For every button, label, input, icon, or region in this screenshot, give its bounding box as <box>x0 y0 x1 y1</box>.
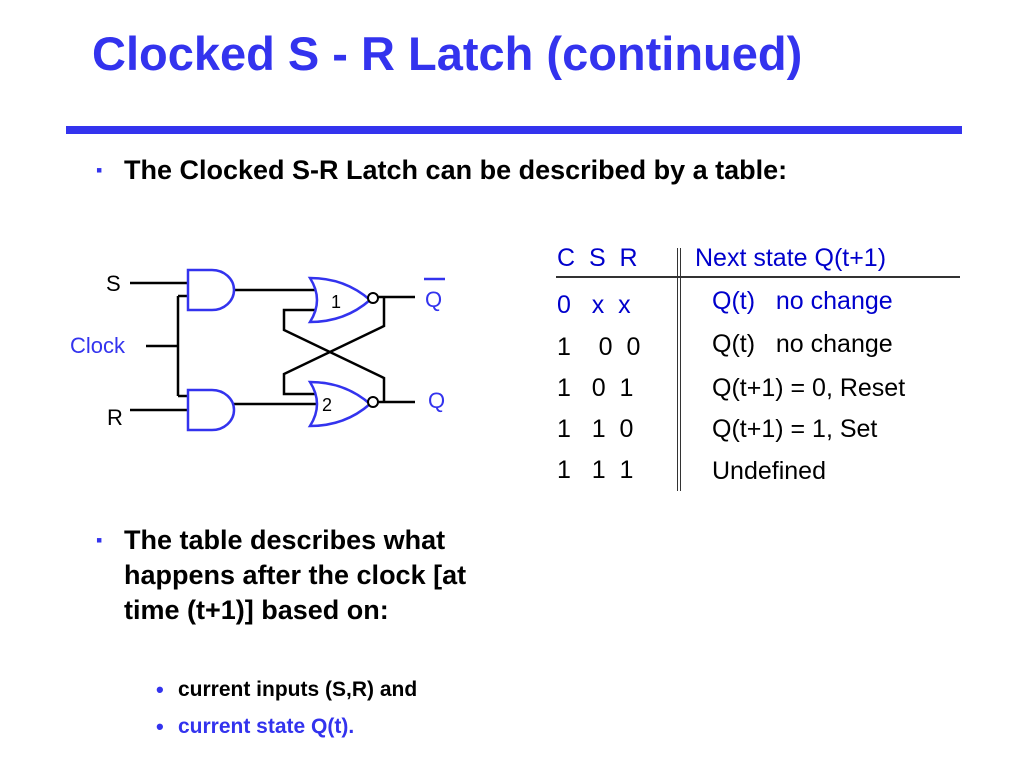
and-gate-2 <box>186 388 236 432</box>
bullet-square-icon: ▪ <box>96 160 103 180</box>
title-underline <box>66 126 962 134</box>
gate-label-1: 1 <box>331 292 341 312</box>
label-clock: Clock <box>70 333 126 358</box>
bullet-text: The table describes what happens after t… <box>124 525 467 625</box>
table-row-4-inputs: 1 1 1 <box>557 456 634 484</box>
sub-bullet-text: current inputs (S,R) and <box>178 678 418 701</box>
table-row-1-next: Q(t) no change <box>712 330 893 358</box>
slide-title: Clocked S - R Latch (continued) <box>92 27 803 80</box>
table-row-3-next: Q(t+1) = 1, Set <box>712 415 878 443</box>
nor-gate-2 <box>307 380 372 428</box>
bullet-text: The Clocked S-R Latch can be described b… <box>124 155 788 185</box>
wire-feedback-2-to-1 <box>282 308 386 402</box>
bullet-square-icon: ▪ <box>96 530 103 550</box>
nor2-inversion-bubble <box>367 396 379 408</box>
table-header-rule <box>556 276 960 278</box>
sub-bullet-current-state: • current state Q(t). <box>156 712 355 742</box>
bullet-table-explains: ▪ The table describes what happens after… <box>96 523 514 628</box>
label-s: S <box>106 271 121 296</box>
table-column-divider <box>677 248 681 491</box>
gate-label-2: 2 <box>322 395 332 415</box>
nor1-inversion-bubble <box>367 292 379 304</box>
label-q-bar: Q <box>425 287 442 312</box>
nor-gate-1 <box>307 276 372 324</box>
sub-bullet-text: current state Q(t). <box>178 715 355 738</box>
table-row-4-next: Undefined <box>712 457 826 485</box>
table-row-3-inputs: 1 1 0 <box>557 415 634 443</box>
table-row-2-next: Q(t+1) = 0, Reset <box>712 374 906 402</box>
sub-bullet-dot-icon: • <box>156 714 164 739</box>
label-r: R <box>107 405 123 430</box>
sub-bullet-current-inputs: • current inputs (S,R) and <box>156 675 418 705</box>
table-row-0-inputs: 0 x x <box>557 291 631 319</box>
table-row-1-inputs: 1 0 0 <box>557 333 641 361</box>
table-header-inputs: C S R <box>557 244 638 272</box>
sub-bullet-dot-icon: • <box>156 677 164 702</box>
and-gate-1 <box>186 268 236 312</box>
table-row-0-next: Q(t) no change <box>712 287 893 315</box>
wire-feedback-1-to-2 <box>282 297 386 396</box>
table-header-next-state: Next state Q(t+1) <box>695 244 887 272</box>
table-row-2-inputs: 1 0 1 <box>557 374 634 402</box>
bullet-describe-table: ▪ The Clocked S-R Latch can be described… <box>96 153 884 188</box>
label-q: Q <box>428 388 445 413</box>
